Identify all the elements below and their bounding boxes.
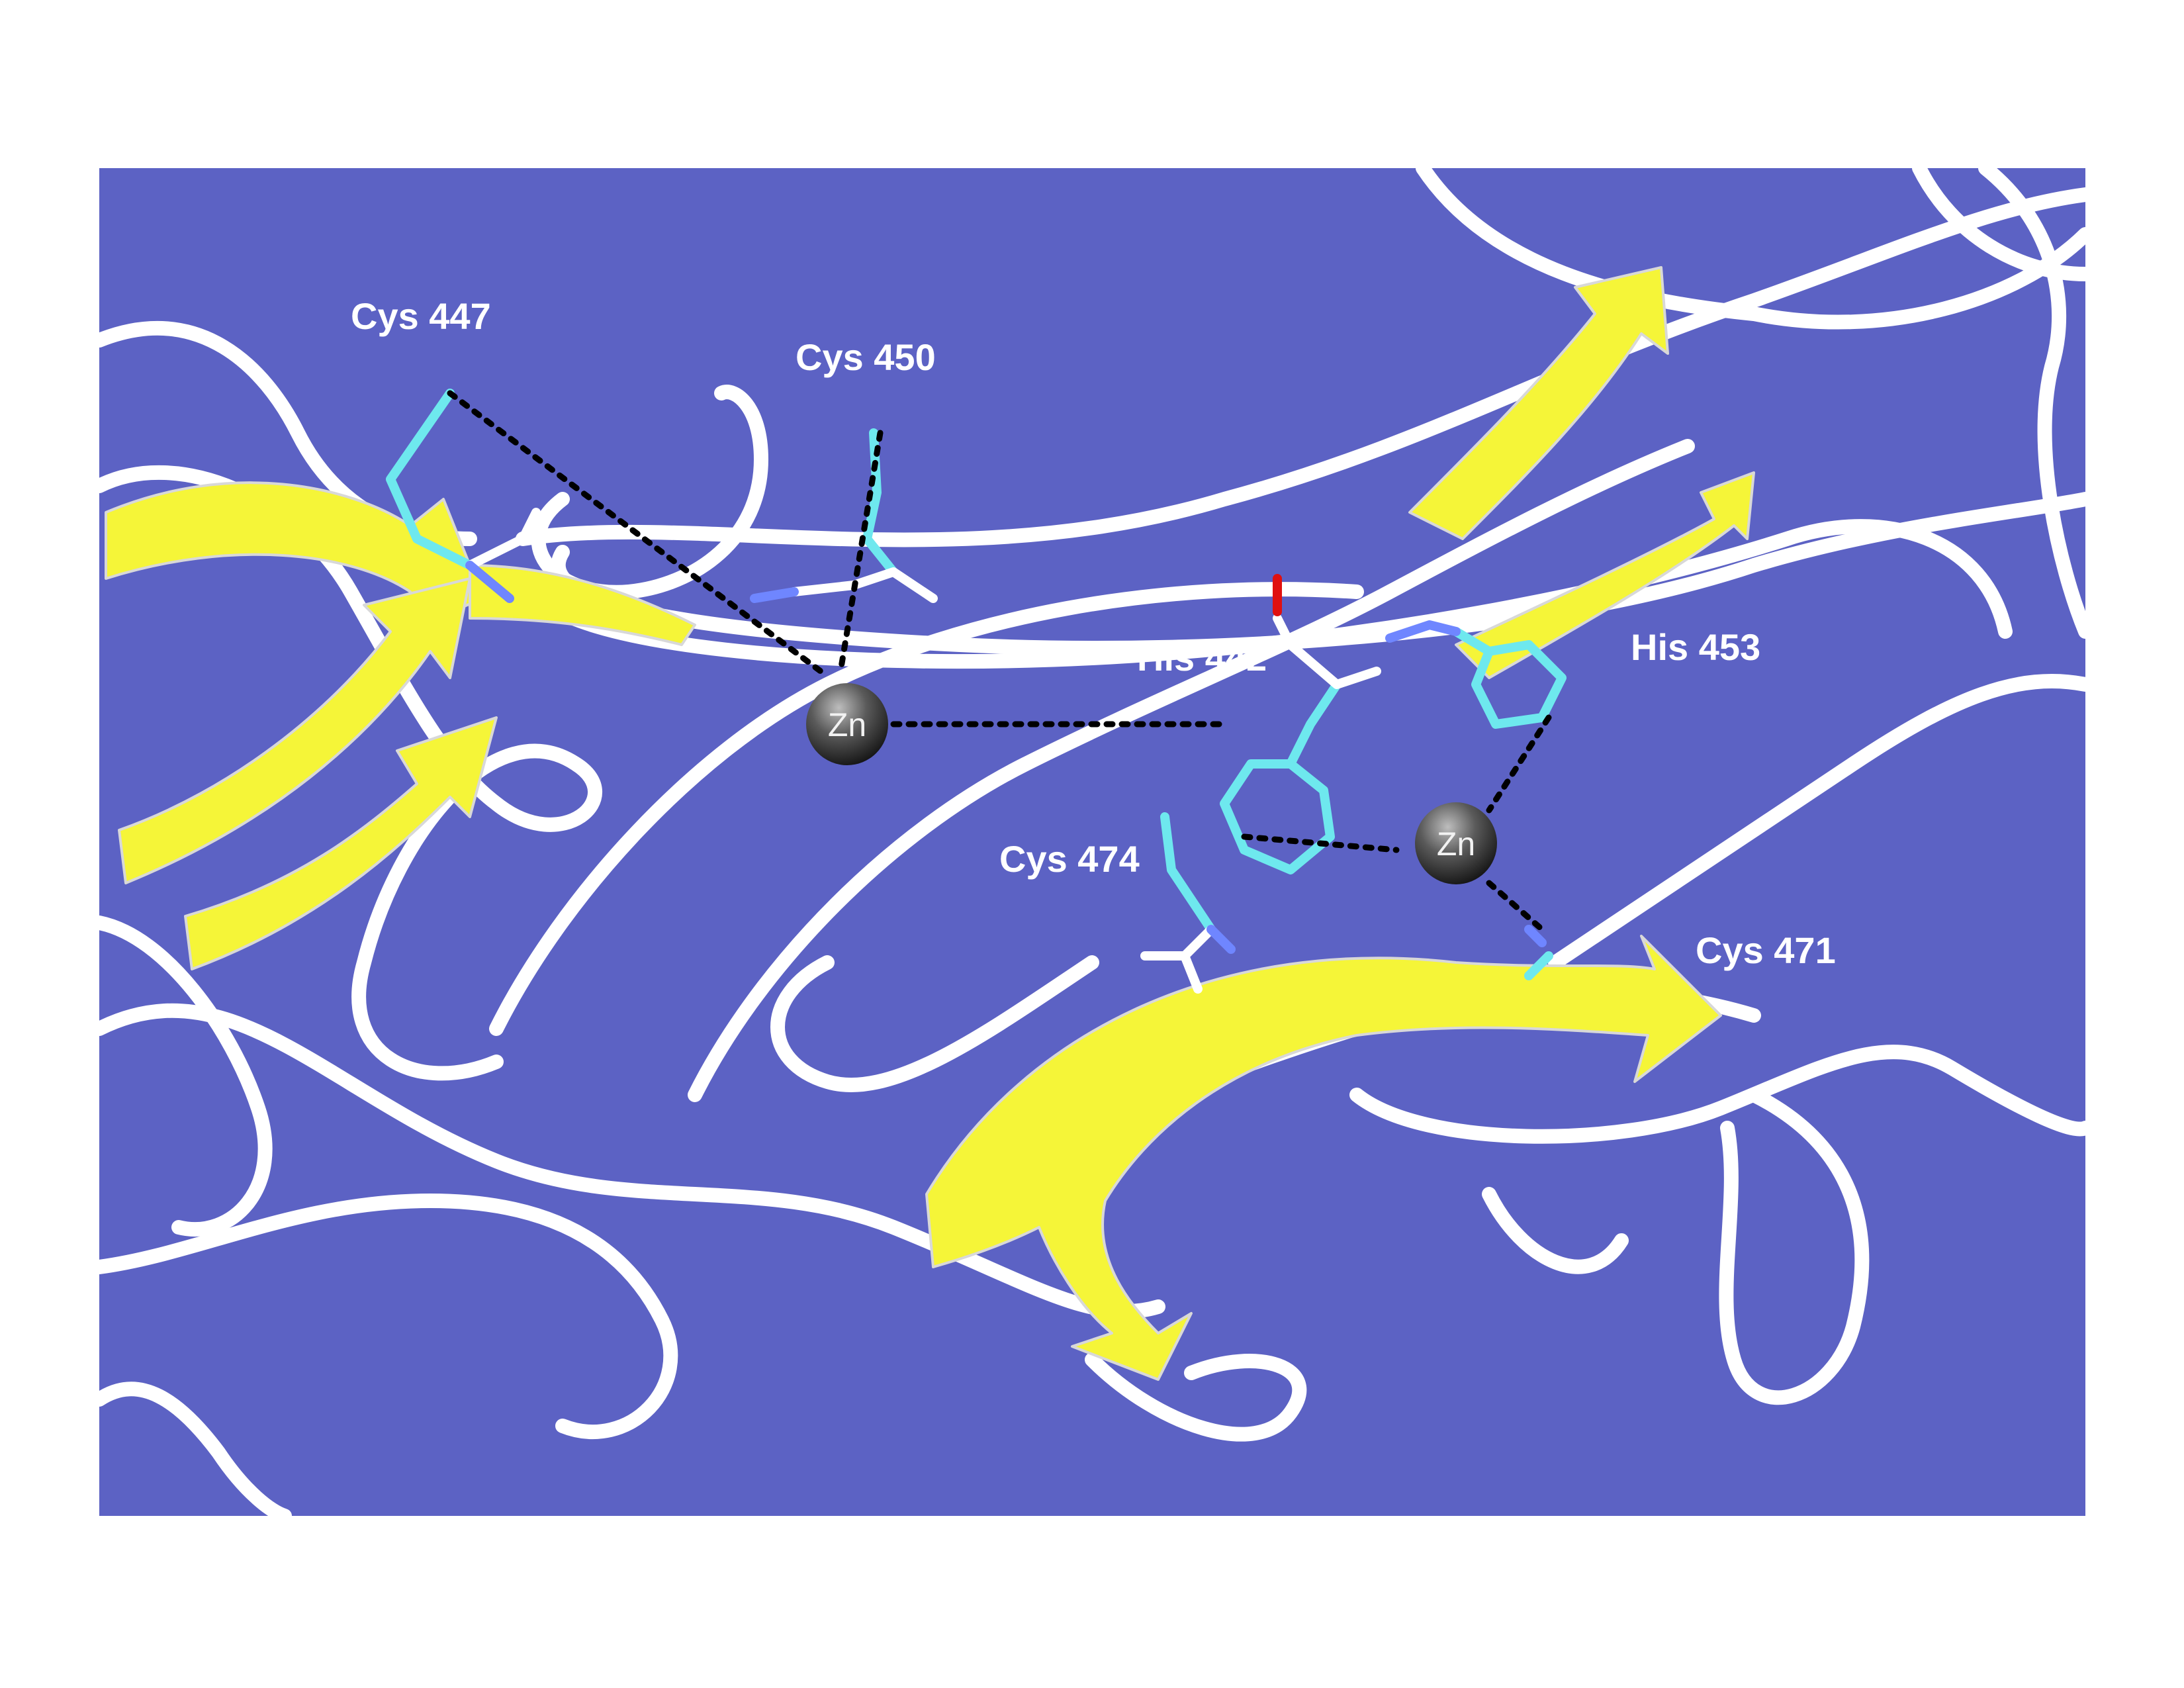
his453-nitrogen xyxy=(1385,620,1461,643)
zinc-label-1: Zn xyxy=(828,706,866,743)
protein-structure-figure: Zn Zn Cys 447 Cys 450 His 442 His 453 Cy… xyxy=(99,168,2085,1516)
bond-cys450-zn1 xyxy=(837,430,884,675)
cys450-backbone xyxy=(790,567,938,603)
coil-bottom-center xyxy=(1085,1352,1307,1442)
label-cys474: Cys 474 xyxy=(999,838,1140,880)
strand-center-upper xyxy=(469,564,696,646)
label-cys450: Cys 450 xyxy=(796,336,936,378)
coil-left-bottom-corner xyxy=(99,1382,292,1516)
bond-his442-zn2 xyxy=(1241,833,1400,853)
coil-mid-2 xyxy=(489,582,1364,1036)
coil-top-fan xyxy=(1912,168,2085,281)
bond-his453-zn2 xyxy=(1486,714,1552,814)
zinc-sphere-1 xyxy=(806,683,888,765)
bond-cys471-zn2 xyxy=(1486,880,1545,933)
label-cys471: Cys 471 xyxy=(1696,929,1836,971)
cys447-sidechain xyxy=(386,389,475,570)
cys450-nitrogen xyxy=(750,587,799,603)
cys471-sidechain xyxy=(1524,951,1553,980)
coil-upper-loop xyxy=(531,385,768,600)
label-his442: His 442 xyxy=(1137,637,1267,679)
zinc-ion-1: Zn xyxy=(806,683,888,765)
his453-ring xyxy=(1451,627,1567,729)
label-cys447: Cys 447 xyxy=(351,295,491,337)
coil-top-right xyxy=(1416,168,2085,330)
cys447-backbone xyxy=(465,508,541,570)
molecular-scene: Zn Zn xyxy=(99,168,2085,1516)
his442-backbone xyxy=(1273,614,1381,689)
strand-center-big xyxy=(925,935,1722,1381)
coil-left-lower xyxy=(99,1003,1165,1319)
coil-central-bundle-2 xyxy=(529,519,2013,669)
strand-left-lower xyxy=(184,716,498,970)
strand-right-upper xyxy=(1455,471,1755,679)
his442-ring xyxy=(1220,680,1342,874)
zinc-label-2: Zn xyxy=(1437,825,1475,863)
side-chains xyxy=(386,389,1567,994)
coil-right-mid xyxy=(1548,674,2085,970)
coil-right-lower xyxy=(1349,1045,2085,1144)
coil-bottom-left xyxy=(99,1194,678,1440)
coil-lower-left-2 xyxy=(99,915,273,1237)
zinc-sphere-2 xyxy=(1415,802,1497,884)
coil-lower-loop xyxy=(770,955,1099,1092)
beta-strands xyxy=(105,266,1755,1381)
strand-top-right xyxy=(1408,266,1669,540)
cys471-nitrogen xyxy=(1524,925,1547,947)
zinc-ion-2: Zn xyxy=(1415,802,1497,884)
coil-right-vertical xyxy=(1978,168,2085,639)
bond-cys447-zn1 xyxy=(447,390,824,675)
label-his453: His 453 xyxy=(1631,626,1761,668)
coil-bottom-right xyxy=(1482,1187,1629,1274)
strand-left-long xyxy=(118,577,471,884)
coil-top-long xyxy=(516,187,2085,547)
cys474-nitrogen xyxy=(1206,925,1236,954)
cys474-backbone xyxy=(1140,925,1216,994)
coil-mid-diagonal xyxy=(688,439,1695,1102)
cys447-nitrogen xyxy=(465,561,514,603)
cys474-sidechain xyxy=(1160,812,1216,934)
coil-right-loop xyxy=(1719,1088,1870,1405)
coordination-bonds xyxy=(447,390,1552,933)
cys450-sidechain xyxy=(862,428,898,577)
